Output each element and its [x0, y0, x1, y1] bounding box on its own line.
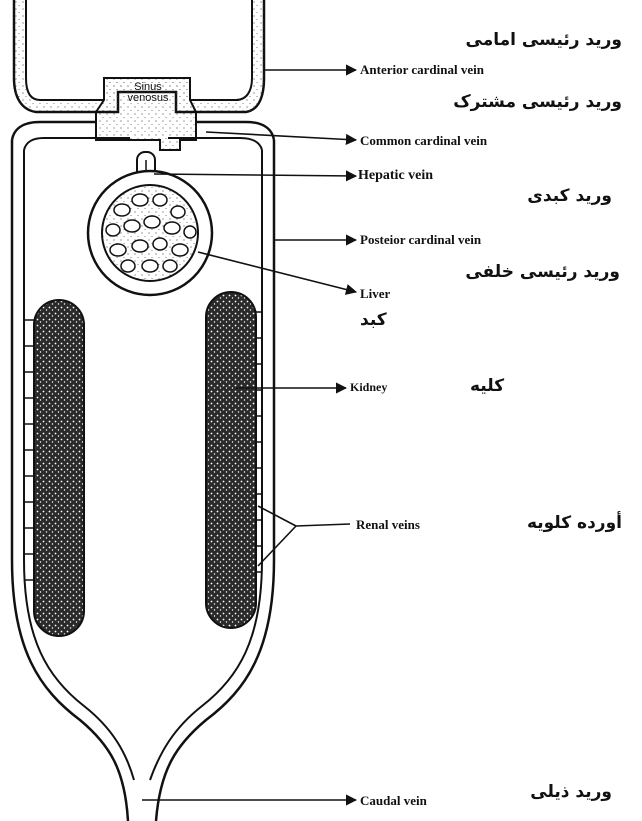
anterior-cardinal-vein-label: Anterior cardinal vein [360, 62, 484, 78]
kidney-label: Kidney [350, 380, 387, 395]
liver-label: Liver [360, 286, 390, 302]
kidney-farsi: کلیه [470, 376, 504, 396]
kidney-right [206, 292, 256, 628]
posterior-cardinal-vein-label: Posteior cardinal vein [360, 232, 481, 248]
common-cardinal-vein-label: Common cardinal vein [360, 133, 487, 149]
hepatic-vein-label: Hepatic vein [358, 168, 433, 184]
common-cardinal-vein-farsi: ورید رئیسی مشترک [453, 92, 622, 112]
renal-veins-left [24, 320, 34, 580]
anterior-cardinal-vein-farsi: ورید رئیسی امامی [466, 30, 622, 50]
sinus-label-line2: venosus [114, 93, 182, 104]
anterior-inner-right [190, 0, 252, 100]
kidney-left [34, 300, 84, 636]
caudal-vein-farsi: ورید ذیلی [530, 782, 612, 802]
hepatic-vein-farsi: ورید کبدی [527, 186, 612, 206]
anterior-inner-left [26, 0, 104, 100]
renal-veins-farsi: أورده کلویه [527, 513, 622, 533]
caudal-vein-label: Caudal vein [360, 793, 427, 809]
liver-farsi: کبد [360, 310, 387, 330]
posterior-cardinal-vein-farsi: ورید رئیسی خلفی [465, 262, 620, 282]
renal-veins-label: Renal veins [356, 517, 420, 533]
sinus-venosus-label: Sinus venosus [114, 82, 182, 104]
